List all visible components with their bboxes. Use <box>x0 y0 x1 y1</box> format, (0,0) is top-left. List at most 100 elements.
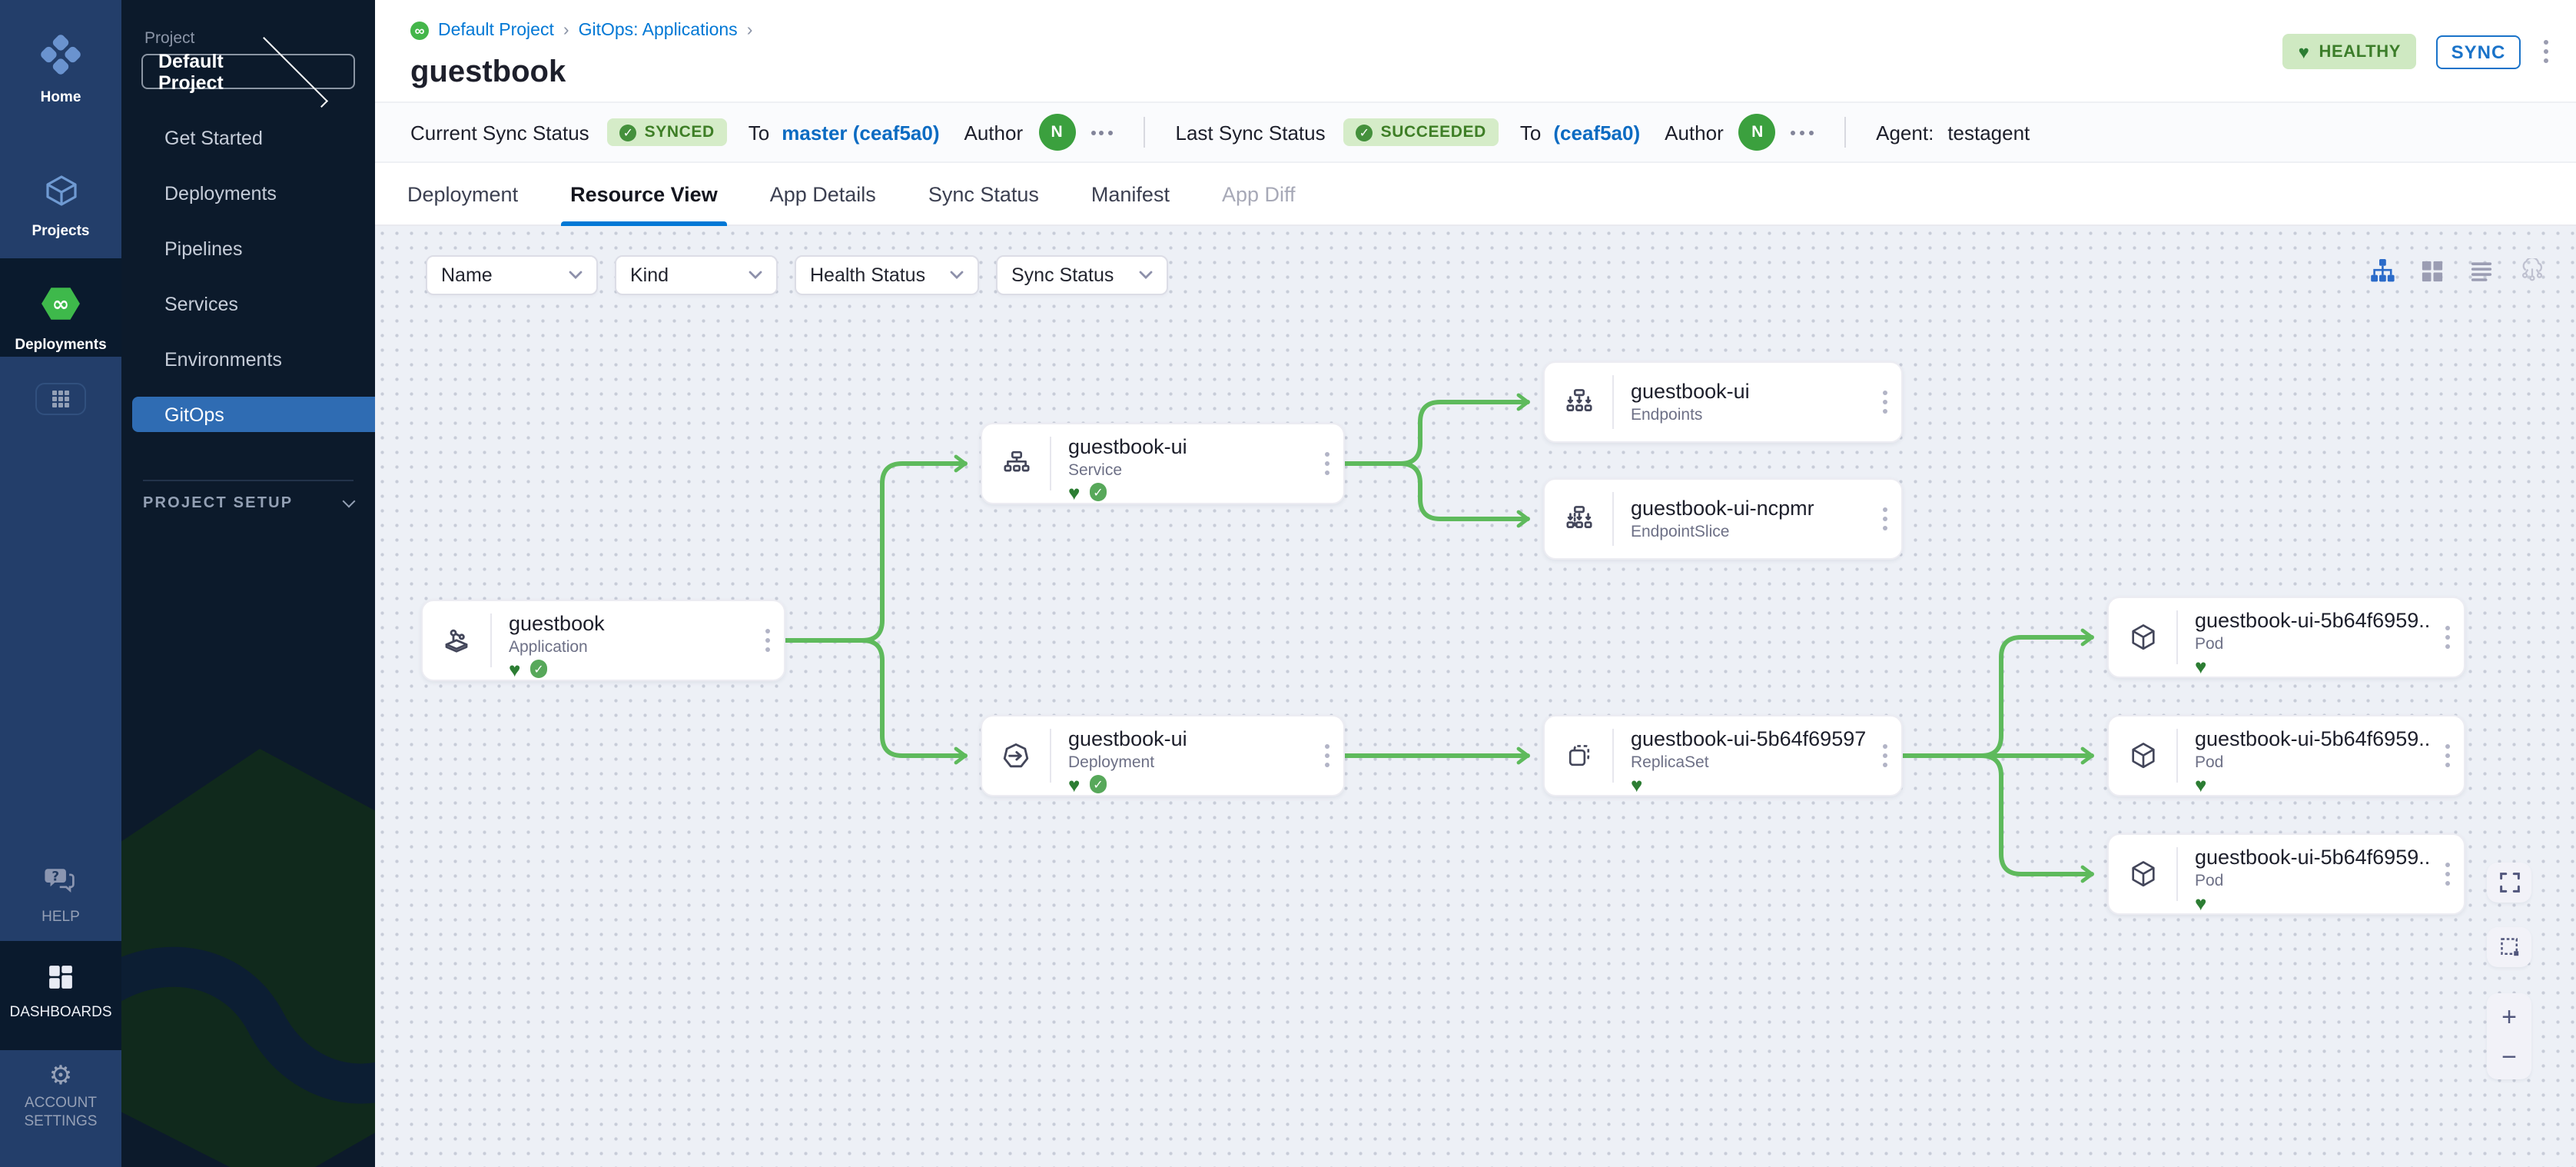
node-menu-icon[interactable] <box>1321 742 1332 770</box>
tab-sync-status[interactable]: Sync Status <box>928 182 1039 205</box>
sidebar-item-get-started[interactable]: Get Started <box>121 120 375 155</box>
gear-icon: ⚙ <box>48 1061 73 1090</box>
sidebar-item-environments[interactable]: Environments <box>121 341 375 377</box>
chevron-down-icon <box>1139 271 1153 279</box>
zoom-in-button[interactable]: + <box>2501 1002 2517 1031</box>
project-setup-toggle[interactable]: PROJECT SETUP <box>143 494 356 512</box>
node-endpoints-guestbook-ui[interactable]: guestbook-ui Endpoints <box>1543 361 1903 443</box>
rail-item-dashboards[interactable]: DASHBOARDS <box>0 964 121 1022</box>
view-toggles <box>2370 258 2545 283</box>
tree-view-icon[interactable] <box>2370 258 2395 283</box>
node-menu-icon[interactable] <box>762 627 772 654</box>
healthy-heart-icon: ♥ <box>509 657 521 680</box>
chevron-down-icon <box>569 271 583 279</box>
rail-label-help: HELP <box>41 909 80 926</box>
rail-item-projects[interactable]: Projects <box>0 172 121 241</box>
node-title: guestbook <box>509 612 605 635</box>
service-icon <box>982 424 1050 503</box>
health-badge-label: HEALTHY <box>2319 42 2401 61</box>
pod-icon <box>2109 835 2176 913</box>
list-view-icon[interactable] <box>2470 259 2493 282</box>
fit-to-screen-button[interactable] <box>2487 863 2531 903</box>
band-divider <box>1844 117 1846 148</box>
resource-graph-canvas[interactable]: Name Kind Health Status Sync Status <box>375 226 2576 1167</box>
sync-button[interactable]: SYNC <box>2436 35 2521 68</box>
rail-item-account-settings[interactable]: ⚙ ACCOUNT SETTINGS <box>0 1062 121 1132</box>
dashboards-tiles-icon <box>48 964 74 998</box>
rail-item-help[interactable]: ? HELP <box>0 866 121 927</box>
node-menu-icon[interactable] <box>1879 388 1890 416</box>
node-title: guestbook-ui <box>1068 727 1187 750</box>
node-menu-icon[interactable] <box>2442 623 2452 651</box>
tab-app-diff[interactable]: App Diff <box>1221 182 1296 205</box>
commit-more-icon[interactable] <box>1791 130 1814 135</box>
last-revision-link[interactable]: (ceaf5a0) <box>1553 121 1641 144</box>
filter-name[interactable]: Name <box>426 255 598 295</box>
sidebar-item-label: Get Started <box>164 127 263 148</box>
node-endpointslice-guestbook-ui-ncpmr[interactable]: guestbook-ui-ncpmr EndpointSlice <box>1543 478 1903 560</box>
agent-name: testagent <box>1947 121 2030 144</box>
node-application-guestbook[interactable]: guestbook Application ♥✓ <box>421 600 785 681</box>
rail-item-home[interactable]: Home <box>0 34 121 108</box>
select-region-button[interactable] <box>2487 927 2531 967</box>
node-menu-icon[interactable] <box>2442 742 2452 770</box>
app-tabs: Deployment Resource View App Details Syn… <box>375 163 2576 226</box>
filter-kind[interactable]: Kind <box>615 255 778 295</box>
project-label: Project <box>144 29 195 48</box>
node-menu-icon[interactable] <box>1321 450 1332 477</box>
node-service-guestbook-ui[interactable]: guestbook-ui Service ♥✓ <box>981 423 1345 504</box>
project-selector[interactable]: Default Project <box>141 36 355 107</box>
svg-text:?: ? <box>51 869 59 884</box>
node-menu-icon[interactable] <box>1879 742 1890 770</box>
node-title: guestbook-ui-5b64f6959... <box>2195 727 2430 750</box>
filter-sync-status[interactable]: Sync Status <box>996 255 1168 295</box>
tab-deployment[interactable]: Deployment <box>407 182 519 205</box>
node-kind: EndpointSlice <box>1631 523 1730 541</box>
rail-item-deployments[interactable]: ∞ Deployments <box>0 284 121 355</box>
check-circle-icon: ✓ <box>619 124 637 141</box>
node-pod-2[interactable]: guestbook-ui-5b64f6959... Pod ♥ <box>2107 715 2465 796</box>
rail-label-deployments: Deployments <box>15 337 107 354</box>
tab-app-details[interactable]: App Details <box>769 182 876 205</box>
chevron-down-icon <box>950 271 964 279</box>
gitops-icon: ∞ <box>410 22 429 40</box>
app-options-menu-icon[interactable] <box>2541 38 2551 65</box>
health-status-badge: ♥ HEALTHY <box>2282 34 2416 69</box>
agent-label: Agent: <box>1876 121 1934 144</box>
main-content: ∞ Default Project › GitOps: Applications… <box>375 0 2576 1167</box>
graph-edges <box>783 393 2094 883</box>
sidebar-item-services[interactable]: Services <box>121 286 375 321</box>
selection-box-icon <box>2500 938 2518 956</box>
commit-more-icon[interactable] <box>1090 130 1113 135</box>
node-menu-icon[interactable] <box>2442 860 2452 888</box>
sync-status-band: Current Sync Status ✓ SYNCED To master (… <box>375 101 2576 163</box>
rail-label-home: Home <box>40 89 81 106</box>
endpoints-icon <box>1545 363 1612 441</box>
zoom-out-button[interactable]: − <box>2501 1042 2517 1071</box>
node-kind: ReplicaSet <box>1631 753 1709 772</box>
module-picker-button[interactable] <box>35 383 86 415</box>
node-replicaset-guestbook-ui-5b64f69597[interactable]: guestbook-ui-5b64f69597 ReplicaSet ♥ <box>1543 715 1903 796</box>
replicaset-icon <box>1545 716 1612 795</box>
filter-health-status[interactable]: Health Status <box>795 255 979 295</box>
network-view-icon[interactable] <box>2519 258 2545 283</box>
breadcrumb-project-link[interactable]: Default Project <box>438 22 554 40</box>
breadcrumb-section-link[interactable]: GitOps: Applications <box>578 22 738 40</box>
band-divider <box>1143 117 1145 148</box>
grid-icon <box>52 391 69 407</box>
author-avatar: N <box>1038 114 1076 151</box>
node-deployment-guestbook-ui[interactable]: guestbook-ui Deployment ♥✓ <box>981 715 1345 796</box>
tab-manifest[interactable]: Manifest <box>1090 182 1170 205</box>
node-pod-1[interactable]: guestbook-ui-5b64f6959... Pod ♥ <box>2107 597 2465 678</box>
succeeded-badge: ✓ SUCCEEDED <box>1343 118 1499 146</box>
sidebar-item-deployments[interactable]: Deployments <box>121 175 375 211</box>
tab-resource-view[interactable]: Resource View <box>561 162 727 225</box>
node-menu-icon[interactable] <box>1879 505 1890 533</box>
sidebar-divider <box>143 480 354 481</box>
sidebar-item-pipelines[interactable]: Pipelines <box>121 231 375 266</box>
grid-view-icon[interactable] <box>2421 259 2444 282</box>
sidebar-item-gitops[interactable]: GitOps <box>132 397 375 432</box>
current-revision-link[interactable]: master (ceaf5a0) <box>782 121 940 144</box>
node-pod-3[interactable]: guestbook-ui-5b64f6959... Pod ♥ <box>2107 833 2465 915</box>
